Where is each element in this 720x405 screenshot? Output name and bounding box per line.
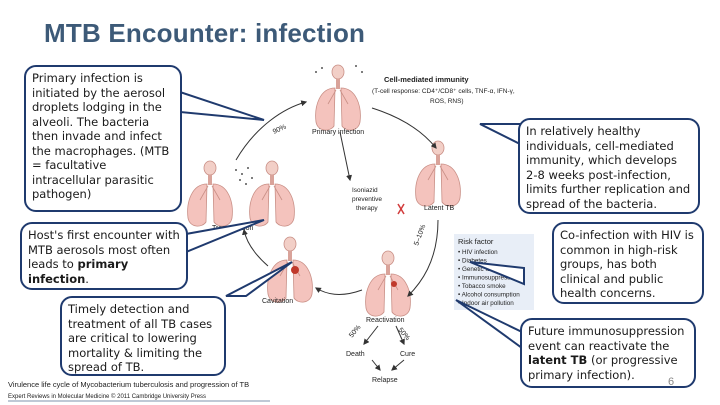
label-reactivation: Reactivation (366, 317, 405, 324)
callout-future-end: (or progressive primary infection). (528, 353, 678, 382)
risk-factor-item: • Genetic factors (458, 266, 504, 273)
callout-host-end: . (85, 271, 89, 286)
cmi-title: Cell-mediated immunity (384, 75, 469, 84)
tb-lesion (291, 266, 299, 274)
risk-factor-item: • HIV infection (458, 249, 498, 256)
cmi-detail-2: ROS, RNS) (430, 98, 464, 105)
callout-primary-text: Primary infection is initiated by the ae… (32, 71, 170, 201)
risk-factor-item: • Diabetes (458, 258, 487, 265)
risk-factor-item: • Indoor air pollution (458, 300, 514, 307)
arrow-primary-to-isoniazid (339, 131, 352, 182)
callout-future-emphasis: latent TB (528, 353, 588, 367)
figure-credit: Expert Reviews in Molecular Medicine © 2… (8, 393, 206, 400)
callout-healthy-immunity: In relatively healthy individuals, cell-… (518, 118, 700, 214)
risk-factor-title: Risk factor (458, 237, 494, 246)
tb-lesion (391, 281, 397, 287)
callout-reactivation: Future immunosuppression event can react… (520, 318, 696, 388)
callout-healthy-text: In relatively healthy individuals, cell-… (526, 124, 691, 211)
arrow-primary-to-latent (371, 107, 437, 149)
page-number: 6 (668, 376, 675, 388)
aerosol-droplets (235, 65, 363, 185)
arrow-cavitation-to-transmission (242, 228, 269, 267)
arrow-transmission-to-primary (235, 100, 308, 161)
slide-title: MTB Encounter: infection (44, 18, 366, 48)
arrow-reactivation-to-cure (395, 325, 405, 346)
label-isoniazid-3: therapy (356, 205, 378, 212)
callout-timely-detection: Timely detection and treatment of all TB… (60, 296, 226, 376)
callout-host-emphasis: primary infection (28, 257, 129, 286)
callout-host-text: Host's first encounter with MTB aerosols… (28, 228, 180, 271)
arrow-cure-relapse (391, 359, 405, 371)
caption-underline (8, 400, 270, 402)
risk-factor-list: • HIV infection • Diabetes• Genetic facto… (458, 249, 520, 307)
figure-caption: Virulence life cycle of Mycobacterium tu… (8, 380, 249, 389)
label-isoniazid-1: Isoniazid (352, 187, 378, 194)
arrow-to-relapse (371, 359, 381, 371)
risk-factor-item: • Tobacco smoke (458, 283, 506, 290)
callout-primary-infection: Primary infection is initiated by the ae… (24, 65, 182, 212)
isoniazid-block-mark (397, 203, 405, 215)
label-primary-infection: Primary infection (312, 129, 364, 136)
arrow-reactivation-to-cavitation (314, 287, 363, 295)
risk-factor-item: • Immunosuppression (458, 275, 519, 282)
label-isoniazid-2: preventive (352, 196, 382, 203)
callout-host-first-encounter: Host's first encounter with MTB aerosols… (20, 222, 188, 290)
label-latent-tb: Latent TB (424, 205, 455, 212)
label-cure: Cure (400, 351, 415, 358)
risk-factor-item: • Alcohol consumption (458, 292, 520, 299)
callout-timely-text: Timely detection and treatment of all TB… (68, 302, 213, 374)
callout-hiv-coinfection: Co-infection with HIV is common in high-… (552, 222, 704, 304)
callout-hiv-text: Co-infection with HIV is common in high-… (560, 228, 694, 300)
label-relapse: Relapse (372, 377, 398, 384)
label-cavitation: Cavitation (262, 298, 293, 305)
label-death: Death (346, 351, 365, 358)
arrow-latent-to-reactivation (407, 219, 439, 297)
arrow-reactivation-to-death (363, 325, 379, 345)
cmi-detail-1: (T-cell response: CD4⁺/CD8⁺ cells, TNF-α… (372, 88, 515, 95)
callout-future-text: Future immunosuppression event can react… (528, 324, 685, 353)
